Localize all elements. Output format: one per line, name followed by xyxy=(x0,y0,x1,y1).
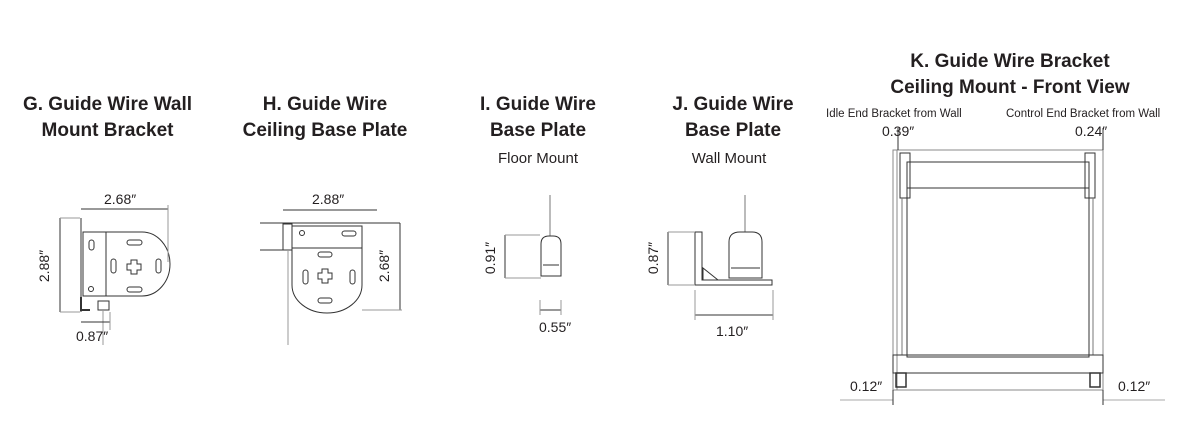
j-subtitle: Wall Mount xyxy=(691,150,767,167)
control-end-label: Control End Bracket from Wall xyxy=(1006,108,1161,120)
title-line: Base Plate xyxy=(684,120,782,141)
wall-mount-bracket-drawing xyxy=(59,205,171,345)
h-width-dimension: 2.88″ xyxy=(312,191,345,207)
j-width-dimension: 1.10″ xyxy=(716,323,749,339)
j-height-dimension: 0.87″ xyxy=(645,241,662,275)
title-line: K. Guide Wire Bracket xyxy=(910,51,1110,72)
control-end-value: 0.24″ xyxy=(1075,123,1108,139)
floor-base-plate-drawing xyxy=(504,195,562,315)
ceiling-base-plate-drawing xyxy=(260,209,402,345)
h-height-dimension: 2.68″ xyxy=(376,249,393,283)
title-line: Ceiling Base Plate xyxy=(242,120,408,141)
panel-i-title: I. Guide Wire Base Plate xyxy=(438,92,638,144)
panel-j-title: J. Guide Wire Base Plate xyxy=(633,92,833,144)
title-line: I. Guide Wire xyxy=(480,94,596,115)
panel-k-title: K. Guide Wire Bracket Ceiling Mount - Fr… xyxy=(880,49,1140,101)
g-width-dimension: 2.68″ xyxy=(104,191,137,207)
title-line: Base Plate xyxy=(489,120,587,141)
ceiling-mount-front-view-drawing xyxy=(840,128,1165,405)
title-line: H. Guide Wire xyxy=(262,94,388,115)
g-offset-dimension: 0.87″ xyxy=(76,328,109,344)
i-width-dimension: 0.55″ xyxy=(539,319,572,335)
panel-h-title: H. Guide Wire Ceiling Base Plate xyxy=(225,92,425,144)
wall-base-plate-drawing xyxy=(667,195,774,320)
idle-end-value: 0.39″ xyxy=(882,123,915,139)
title-line: G. Guide Wire Wall xyxy=(22,94,193,115)
title-line: J. Guide Wire xyxy=(672,94,794,115)
title-line: Ceiling Mount - Front View xyxy=(890,77,1130,98)
panel-g-title: G. Guide Wire Wall Mount Bracket xyxy=(5,92,210,144)
i-height-dimension: 0.91″ xyxy=(482,241,499,275)
title-line: Mount Bracket xyxy=(41,120,174,141)
bottom-right-dimension: 0.12″ xyxy=(1118,378,1151,394)
i-subtitle: Floor Mount xyxy=(497,150,579,167)
g-height-dimension: 2.88″ xyxy=(36,249,53,283)
bottom-left-dimension: 0.12″ xyxy=(850,378,883,394)
idle-end-label: Idle End Bracket from Wall xyxy=(826,108,962,120)
